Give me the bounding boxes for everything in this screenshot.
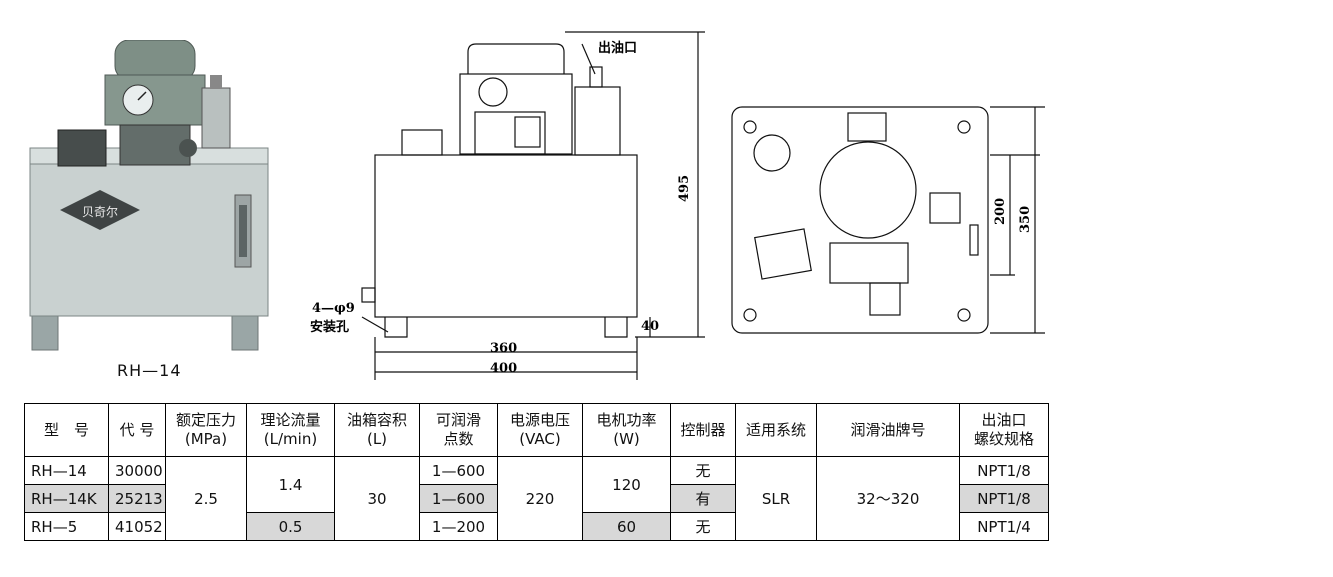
cell-flow-b: 0.5 <box>246 512 335 541</box>
cell-points: 1—600 <box>419 456 498 485</box>
cell-power-a: 120 <box>582 456 671 513</box>
outlet-label: 出油口 <box>598 40 637 56</box>
cell-controller: 有 <box>670 484 736 513</box>
header-voltage: 电源电压(VAC) <box>497 403 583 457</box>
dim-200: 200 <box>993 198 1008 225</box>
cell-pressure: 2.5 <box>165 456 247 541</box>
cell-voltage: 220 <box>497 456 583 541</box>
table-row: RH—5 41052 0.5 1—200 60 无 NPT1/4 <box>24 512 1049 541</box>
cell-model: RH—14K <box>24 484 109 513</box>
holes-label-2: 安装孔 <box>310 319 349 335</box>
cell-code: 30000 <box>108 456 166 485</box>
dim-40: 40 <box>641 319 659 334</box>
cell-outlet: NPT1/8 <box>959 484 1049 513</box>
dim-350: 350 <box>1018 206 1033 233</box>
cell-points: 1—600 <box>419 484 498 513</box>
cell-tank: 30 <box>334 456 420 541</box>
cell-controller: 无 <box>670 512 736 541</box>
header-tank: 油箱容积(L) <box>334 403 420 457</box>
dim-400: 400 <box>490 361 517 376</box>
cell-code: 25213 <box>108 484 166 513</box>
cell-code: 41052 <box>108 512 166 541</box>
cell-flow-a: 1.4 <box>246 456 335 513</box>
cell-outlet: NPT1/4 <box>959 512 1049 541</box>
pressure-gauge <box>478 77 508 107</box>
photo-caption: RH—14 <box>117 361 182 380</box>
cell-outlet: NPT1/8 <box>959 456 1049 485</box>
cell-power-b: 60 <box>582 512 671 541</box>
logo-text: 贝奇尔 <box>82 204 118 219</box>
dim-360: 360 <box>490 341 517 356</box>
header-oil: 润滑油牌号 <box>816 403 960 457</box>
cell-controller: 无 <box>670 456 736 485</box>
header-model: 型 号 <box>24 403 109 457</box>
header-outlet: 出油口螺纹规格 <box>959 403 1049 457</box>
side-view-drawing: 360 400 40 495 出油口 4—φ9 安装孔 <box>310 31 705 380</box>
cell-model: RH—14 <box>24 456 109 485</box>
header-code: 代 号 <box>108 403 166 457</box>
cell-points: 1—200 <box>419 512 498 541</box>
header-flow: 理论流量(L/min) <box>246 403 335 457</box>
product-photo: 贝奇尔 <box>29 40 269 351</box>
header-pressure: 额定压力(MPa) <box>165 403 247 457</box>
header-controller: 控制器 <box>670 403 736 457</box>
header-points: 可润滑点数 <box>419 403 498 457</box>
cell-system: SLR <box>735 456 817 541</box>
cell-oil: 32～320 <box>816 456 960 541</box>
cell-model: RH—5 <box>24 512 109 541</box>
header-system: 适用系统 <box>735 403 817 457</box>
holes-label: 4—φ9 <box>312 301 355 316</box>
top-view-drawing: 200 350 <box>731 106 1045 334</box>
spec-table: 型 号 代 号 额定压力(MPa) 理论流量(L/min) 油箱容积(L) 可润… <box>24 403 1049 541</box>
header-power: 电机功率(W) <box>582 403 671 457</box>
table-header-row: 型 号 代 号 额定压力(MPa) 理论流量(L/min) 油箱容积(L) 可润… <box>24 403 1049 457</box>
dim-495: 495 <box>677 175 692 202</box>
table-row: RH—14 30000 2.5 1.4 30 1—600 220 120 无 S… <box>24 456 1049 541</box>
brand-logo <box>60 190 140 230</box>
table-row: RH—14K 25213 1—600 有 NPT1/8 <box>24 484 1049 513</box>
